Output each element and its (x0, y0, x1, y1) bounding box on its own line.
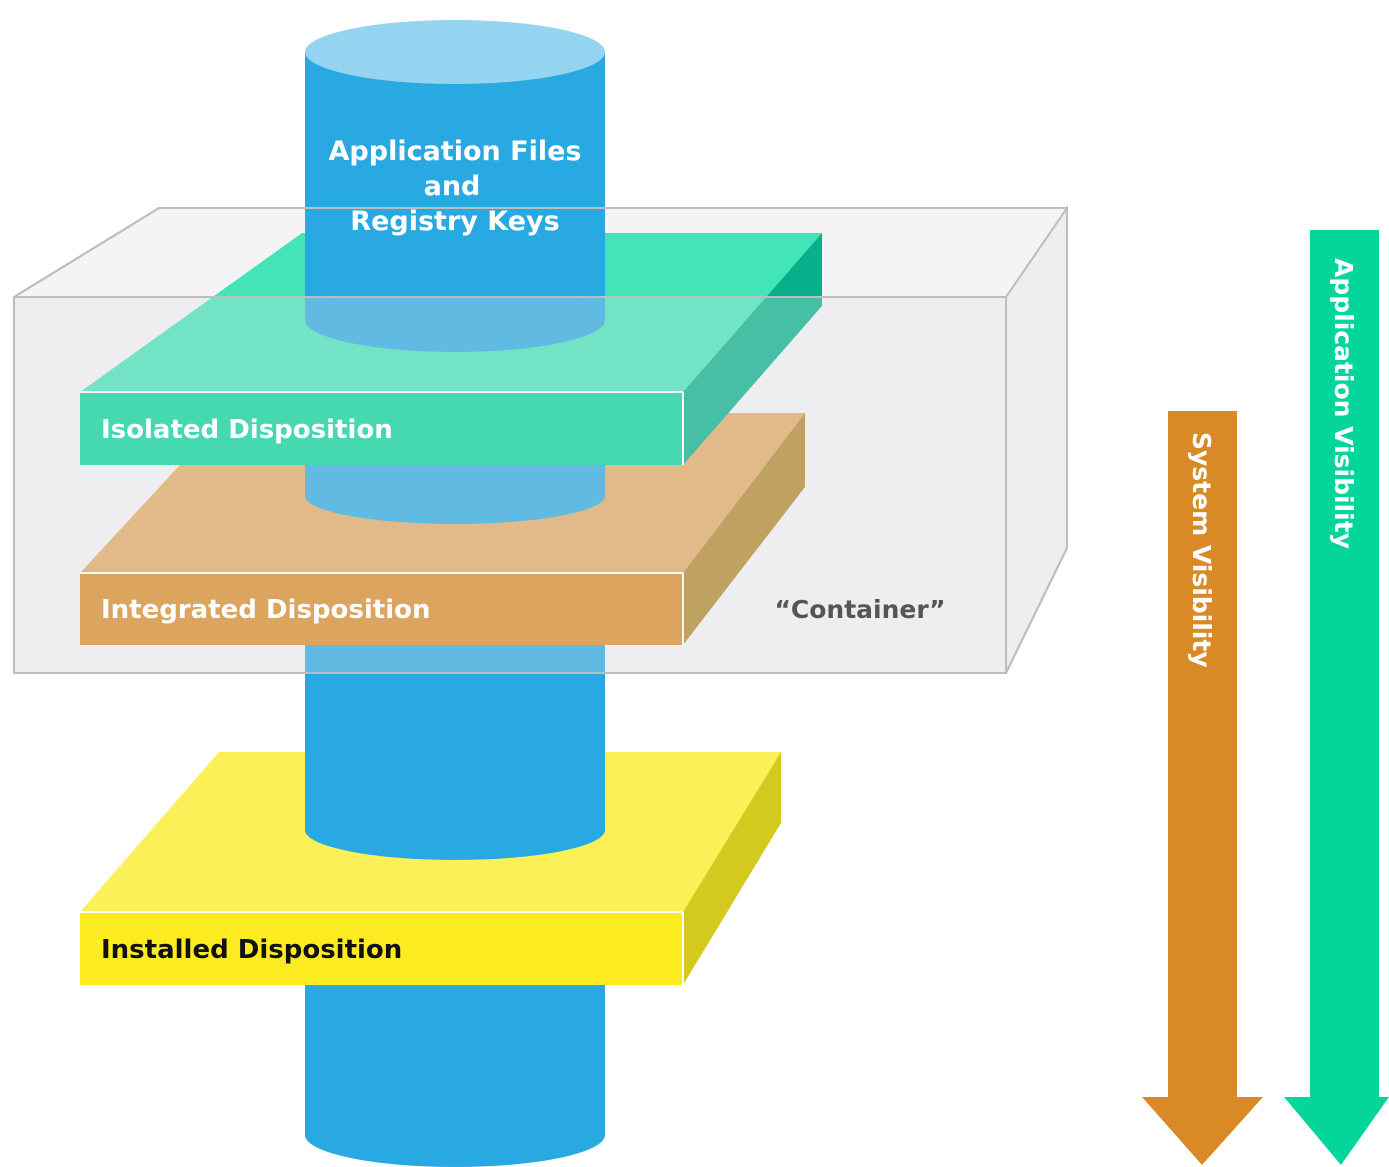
cylinder-bottom-segment (305, 975, 605, 1167)
cylinder-label: Application Files and Registry Keys (329, 136, 582, 237)
cylinder-label-line-3: Registry Keys (350, 206, 559, 237)
cylinder-label-line-2: and (424, 171, 481, 202)
cylinder-upper-middle-segment (305, 460, 605, 524)
system-visibility-arrow: System Visibility (1142, 411, 1263, 1165)
cylinder-middle-segment (305, 640, 605, 860)
container-label: “Container” (774, 595, 945, 624)
application-visibility-label: Application Visibility (1329, 258, 1358, 549)
system-visibility-label: System Visibility (1187, 432, 1216, 668)
container-front (13, 204, 1068, 674)
cylinder-label-line-1: Application Files (329, 136, 582, 167)
installed-layer-label: Installed Disposition (101, 935, 402, 965)
cylinder-top-segment (305, 20, 605, 352)
integrated-layer-label: Integrated Disposition (101, 595, 431, 625)
application-visibility-arrow: Application Visibility (1284, 230, 1389, 1165)
isolated-layer-label: Isolated Disposition (101, 415, 393, 445)
